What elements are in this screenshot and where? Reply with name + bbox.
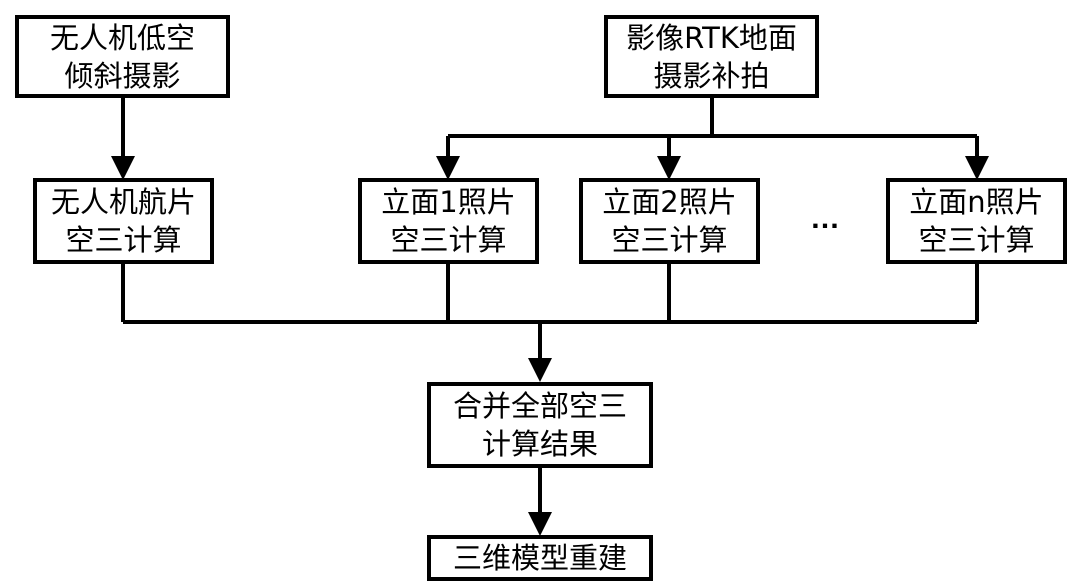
node-line: 无人机航片	[50, 185, 196, 219]
node-uav-oblique-photography: 无人机低空 倾斜摄影	[15, 15, 230, 98]
node-3d-model-reconstruction: 三维模型重建	[427, 535, 653, 581]
node-line: 倾斜摄影	[64, 58, 181, 93]
node-line: 立面2照片	[602, 185, 737, 219]
node-line: 立面n照片	[909, 185, 1044, 219]
node-line: 空三计算	[611, 223, 728, 257]
node-line: 合并全部空三	[452, 389, 627, 423]
node-line: 影像RTK地面	[626, 20, 797, 55]
node-line: 空三计算	[65, 223, 182, 257]
node-rtk-ground-photography: 影像RTK地面 摄影补拍	[604, 15, 819, 98]
node-line: 空三计算	[390, 223, 507, 257]
node-facade-2-triangulation: 立面2照片 空三计算	[579, 178, 760, 264]
node-facade-1-triangulation: 立面1照片 空三计算	[358, 178, 539, 264]
node-line: 计算结果	[481, 427, 598, 461]
node-line: 三维模型重建	[452, 541, 627, 575]
node-uav-aerial-triangulation: 无人机航片 空三计算	[33, 178, 214, 264]
node-line: 摄影补拍	[653, 58, 770, 93]
node-line: 立面1照片	[381, 185, 516, 219]
node-facade-n-triangulation: 立面n照片 空三计算	[886, 178, 1067, 264]
more-facades-ellipsis: …	[810, 202, 840, 235]
node-merge-triangulation-results: 合并全部空三 计算结果	[427, 382, 653, 468]
node-line: 空三计算	[918, 223, 1035, 257]
node-line: 无人机低空	[49, 20, 195, 55]
